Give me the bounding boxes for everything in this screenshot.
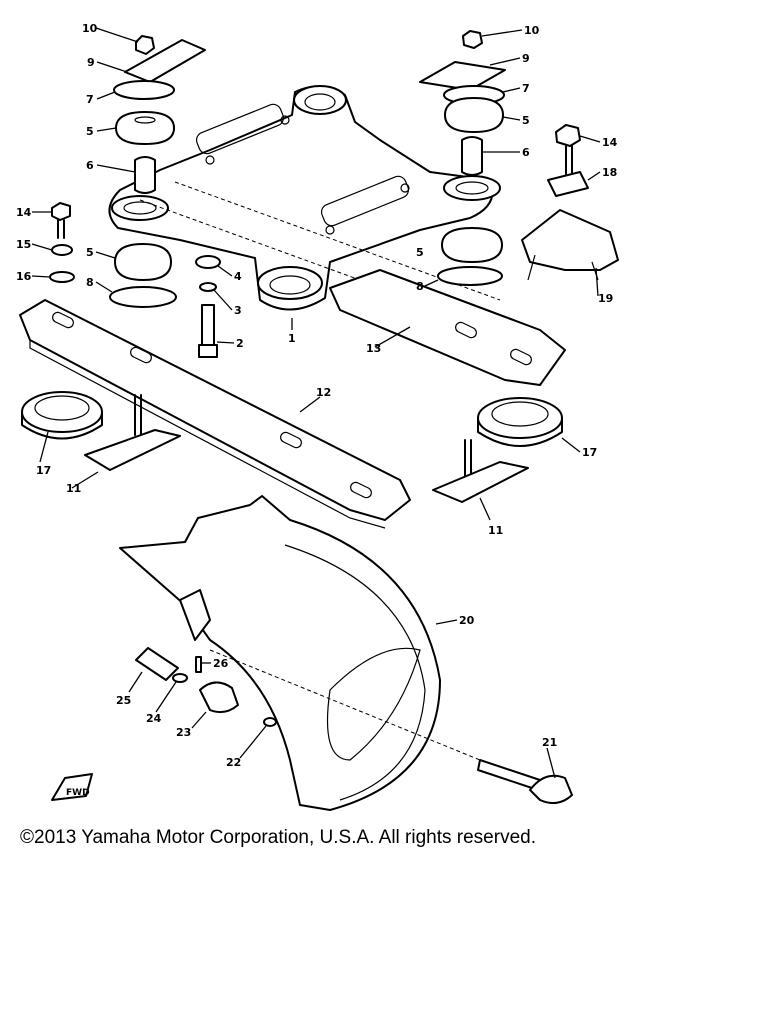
callout-17-right: 17 — [582, 446, 597, 459]
fwd-arrow-icon: FWD — [51, 773, 93, 801]
callout-23: 23 — [176, 726, 191, 739]
callout-3: 3 — [234, 304, 242, 317]
right-mount-stack — [419, 30, 506, 286]
callout-15: 15 — [16, 238, 31, 251]
callout-13: 13 — [366, 342, 381, 355]
small-parts — [135, 647, 573, 805]
callout-8-right: 8 — [416, 280, 424, 293]
callout-6-right: 6 — [522, 146, 530, 159]
callout-17-left: 17 — [36, 464, 51, 477]
leader-lines — [31, 27, 601, 779]
upper-bracket — [108, 85, 501, 321]
callout-7-left: 7 — [86, 93, 94, 106]
rear-fender — [119, 495, 481, 811]
callout-2: 2 — [236, 337, 244, 350]
rings-and-clamps — [21, 391, 563, 503]
fwd-label: FWD — [66, 788, 90, 798]
parts-diagram: FWD 10 9 7 5 6 10 9 7 5 — [16, 22, 619, 811]
callout-11-right: 11 — [488, 524, 503, 537]
callout-19: 19 — [598, 292, 613, 305]
callout-9-left: 9 — [87, 56, 95, 69]
callout-14-right: 14 — [602, 136, 618, 149]
callout-1: 1 — [288, 332, 296, 345]
callout-12: 12 — [316, 386, 331, 399]
callout-5-lower-left: 5 — [86, 246, 94, 259]
callout-4: 4 — [234, 270, 242, 283]
rail-12 — [19, 299, 411, 529]
callout-numbers: 10 9 7 5 6 10 9 7 5 6 14 15 16 5 8 4 3 2… — [16, 22, 618, 769]
copyright-notice: ©2013 Yamaha Motor Corporation, U.S.A. A… — [20, 827, 536, 848]
callout-9-right: 9 — [522, 52, 530, 65]
callout-20: 20 — [459, 614, 475, 627]
left-lower-items — [49, 202, 221, 358]
callout-14-left: 14 — [16, 206, 32, 219]
right-bracket — [521, 124, 619, 281]
callout-24: 24 — [146, 712, 162, 725]
rail-13 — [329, 269, 566, 386]
callout-10-right: 10 — [524, 24, 540, 37]
callout-5-right: 5 — [522, 114, 530, 127]
callout-21: 21 — [542, 736, 557, 749]
callout-26: 26 — [213, 657, 229, 670]
callout-11-left: 11 — [66, 482, 81, 495]
callout-6-left: 6 — [86, 159, 94, 172]
callout-5-lower-right: 5 — [416, 246, 424, 259]
callout-8-left: 8 — [86, 276, 94, 289]
callout-5-left: 5 — [86, 125, 94, 138]
callout-18: 18 — [602, 166, 617, 179]
left-mount-stack — [113, 35, 206, 194]
callout-22: 22 — [226, 756, 241, 769]
callout-7-right: 7 — [522, 82, 530, 95]
callout-10-left: 10 — [82, 22, 98, 35]
callout-16: 16 — [16, 270, 32, 283]
callout-25: 25 — [116, 694, 131, 707]
